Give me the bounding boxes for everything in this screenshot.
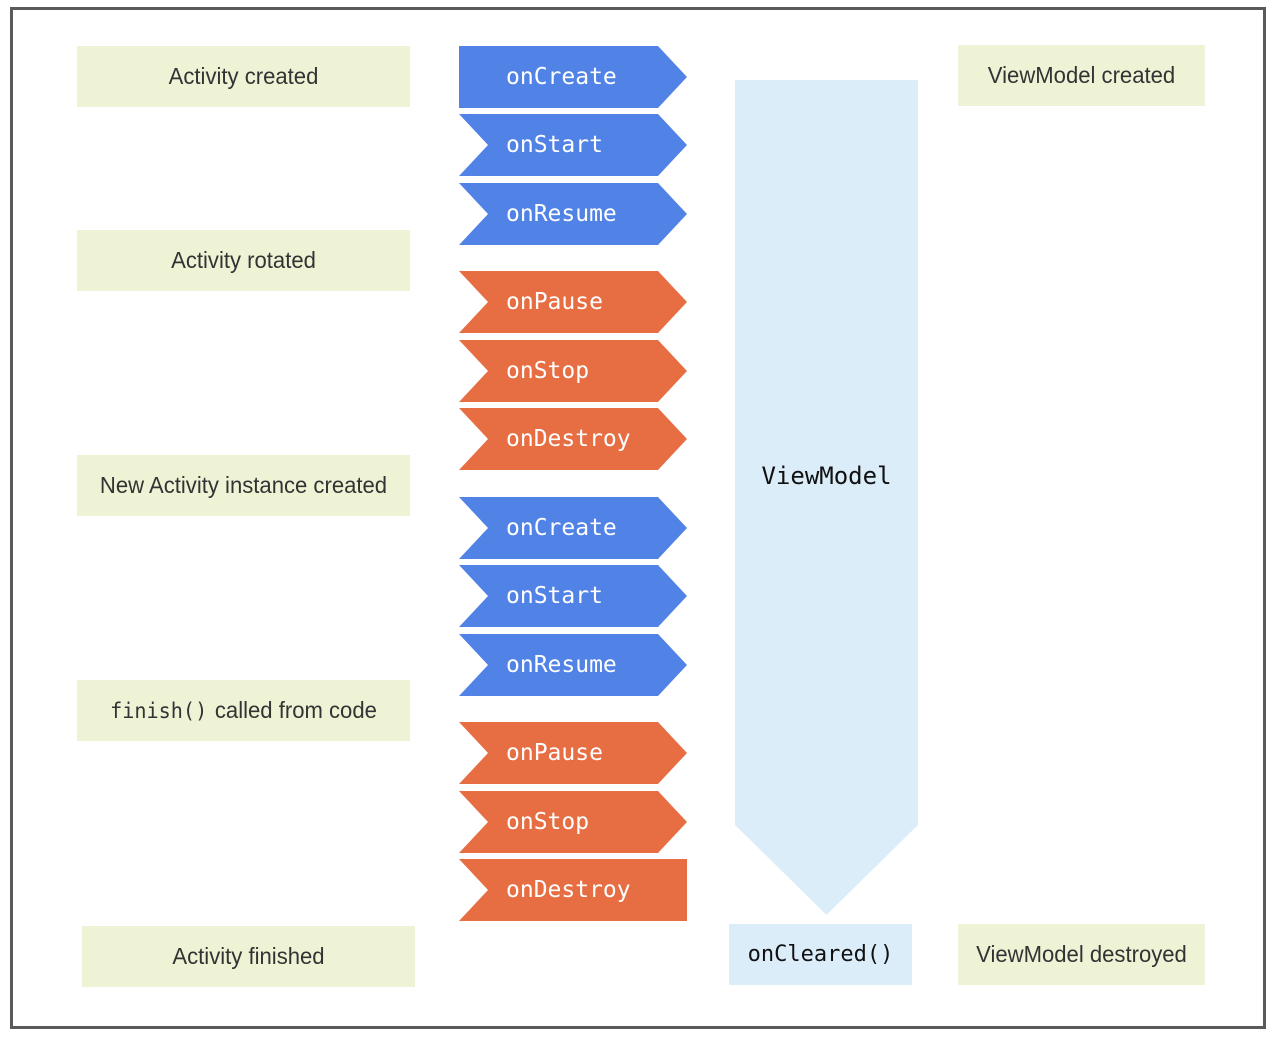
label-viewmodel-destroyed-text: ViewModel destroyed <box>976 941 1187 967</box>
label-viewmodel-created-text: ViewModel created <box>987 62 1176 88</box>
label-activity-rotated: Activity rotated <box>76 230 411 291</box>
oncleared-label: onCleared() <box>747 942 894 967</box>
step-ondestroy-1-label: onDestroy <box>506 426 631 452</box>
step-onstart-2-label: onStart <box>506 583 603 609</box>
step-onstart-2: onStart <box>459 565 687 627</box>
step-onpause-2-label: onPause <box>506 740 603 766</box>
step-onstart-1-label: onStart <box>506 132 603 158</box>
viewmodel-lifetime-arrow <box>735 80 918 915</box>
label-new-instance: New Activity instance created <box>76 455 411 516</box>
label-finish-called: finish() called from code <box>76 680 411 741</box>
label-activity-finished-text: Activity finished <box>172 943 325 969</box>
viewmodel-label: ViewModel <box>761 462 892 490</box>
label-activity-created: Activity created <box>76 46 411 107</box>
step-onstop-2-label: onStop <box>506 809 590 835</box>
step-oncreate-1: onCreate <box>459 46 687 108</box>
label-activity-created-text: Activity created <box>168 63 319 89</box>
step-onstart-1: onStart <box>459 114 687 176</box>
label-activity-finished: Activity finished <box>81 926 416 987</box>
label-viewmodel-created: ViewModel created <box>958 45 1205 106</box>
label-activity-rotated-text: Activity rotated <box>171 247 316 273</box>
step-onpause-1-label: onPause <box>506 289 603 315</box>
label-viewmodel-destroyed: ViewModel destroyed <box>958 924 1205 985</box>
step-onstop-1: onStop <box>459 340 687 402</box>
step-ondestroy-2-label: onDestroy <box>506 877 631 903</box>
step-onresume-1: onResume <box>459 183 687 245</box>
step-oncreate-2: onCreate <box>459 497 687 559</box>
step-onpause-1: onPause <box>459 271 687 333</box>
step-oncreate-1-label: onCreate <box>506 64 617 90</box>
step-onstop-1-label: onStop <box>506 358 590 384</box>
label-finish-code: finish() <box>110 698 208 723</box>
step-onpause-2: onPause <box>459 722 687 784</box>
step-ondestroy-1: onDestroy <box>459 408 687 470</box>
step-onresume-2: onResume <box>459 634 687 696</box>
step-onstop-2: onStop <box>459 791 687 853</box>
label-finish-text: called from code <box>214 697 377 723</box>
step-oncreate-2-label: onCreate <box>506 515 617 541</box>
step-ondestroy-2: onDestroy <box>459 859 687 921</box>
step-onresume-1-label: onResume <box>506 201 617 227</box>
oncleared-box: onCleared() <box>729 924 912 985</box>
step-onresume-2-label: onResume <box>506 652 617 678</box>
label-new-instance-text: New Activity instance created <box>99 472 388 498</box>
